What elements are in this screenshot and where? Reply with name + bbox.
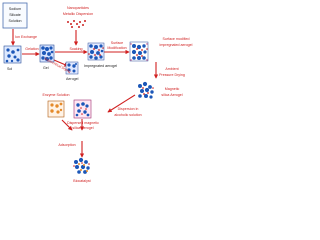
nanoparticles-label-line2: Metallic Dispersion [63, 12, 93, 16]
surface-modified-label-line1: Surface modified [163, 37, 190, 41]
aerogel-node [65, 61, 79, 75]
surface-mod-label-line2: Modification [107, 46, 126, 50]
dispersion-label-line1: Dispersion in [118, 107, 139, 111]
ambient-drying-label-line1: Ambient [165, 67, 178, 71]
gel-label: Gel [43, 66, 49, 70]
precursor-label-line2: Silicate [9, 13, 21, 17]
adsorption-label: Adsorption [58, 143, 75, 147]
ambient-drying-label-line2: Pressure Drying [159, 73, 185, 77]
surface-modified-node [129, 41, 149, 62]
nanoparticles-node [67, 20, 86, 28]
soaking-label: Soaking [70, 47, 83, 51]
magnetic-label-line2: silica Aerogel [161, 93, 182, 97]
precursor-node [2, 2, 28, 29]
impregnated-aerogel-node [87, 42, 105, 61]
biocatalyst-node [73, 157, 90, 174]
process-arrows [10, 29, 159, 158]
enzyme-node [47, 100, 65, 118]
biocatalyst-label: Biocatalyst [73, 179, 90, 183]
arrow-enzyme-to-adsorption [61, 119, 73, 131]
dispersed-label-line1: Dispersed magnetic [67, 121, 99, 125]
surface-modified-label-line2: impregnated aerogel [160, 43, 193, 47]
precursor-box [2, 2, 28, 29]
dispersion-label-line2: alcoholic solution [114, 113, 141, 117]
ion-exchange-label: Ion Exchange [15, 35, 37, 39]
arrow-gel-to-aerogel [53, 59, 69, 67]
sol-node [3, 45, 22, 64]
precursor-label-line1: Sodium [9, 7, 21, 11]
arrow-magnetic-to-dispersed [107, 94, 136, 113]
magnetic-label-line1: Magnetic [165, 87, 180, 91]
impregnated-aerogel-label: Impregnated aerogel [84, 64, 117, 68]
enzyme-solution-label: Enzyme Solution [43, 93, 70, 97]
synthesis-process-diagram: Sodium Silicate Solution Sol Gel Aerogel… [2, 2, 193, 183]
gelation-label: Gelation [25, 47, 38, 51]
gel-node [39, 44, 55, 63]
dispersed-aerogel-node [73, 99, 92, 119]
precursor-label-line3: Solution [9, 19, 22, 23]
nanoparticles-label-line1: Nanoparticles [67, 6, 89, 10]
surface-mod-label-line1: Surface [111, 41, 123, 45]
aerogel-label: Aerogel [66, 77, 79, 81]
sol-label: Sol [7, 67, 12, 71]
magnetic-aerogel-node [138, 81, 154, 99]
dispersed-label-line2: silica Aerogel [72, 126, 93, 130]
